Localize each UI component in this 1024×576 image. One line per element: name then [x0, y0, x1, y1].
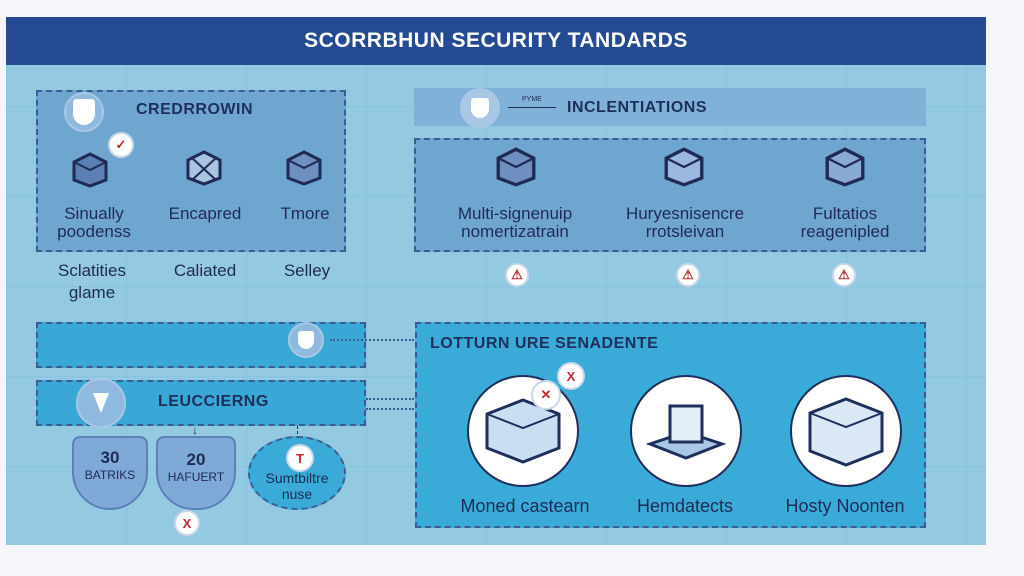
stat-label: BATRIKS [84, 468, 136, 482]
stat-label: HAFUERT [167, 470, 225, 484]
shield-icon [288, 322, 324, 358]
services-title: LOTTURN URE SENADENTE [430, 335, 659, 352]
status-label: Sumtbiltre [265, 470, 329, 486]
connector-line [366, 408, 414, 410]
stat-value: 30 [100, 448, 120, 467]
x-badge-icon: ✕ [531, 380, 561, 410]
cube-icon [825, 147, 865, 187]
x-badge-icon: X [174, 510, 200, 536]
connector-line [366, 398, 414, 400]
connector-line [330, 339, 414, 341]
alert-icon: ⚠ [832, 263, 856, 287]
leucciering-title: LEUCCIERNG [158, 393, 269, 410]
service-label: Hosty Noonten [785, 496, 905, 516]
shield-icon [64, 92, 104, 132]
detection-icon [630, 375, 742, 487]
item-label: Encapred [168, 204, 242, 223]
service-label: Hemdatects [636, 496, 734, 516]
stat-badge: 20 HAFUERT [156, 436, 236, 510]
alert-badge-icon: T [286, 444, 314, 472]
status-label: nuse [281, 486, 313, 502]
cube-icon [286, 150, 322, 186]
check-badge-icon: ✓ [108, 132, 134, 158]
diamond-shield-icon [76, 378, 126, 428]
cube-icon [496, 147, 536, 187]
connector-line [297, 426, 298, 444]
arrow-icon [508, 107, 556, 108]
storage-icon [467, 375, 579, 487]
cube-icon [72, 152, 108, 188]
item-label: Selley [283, 261, 331, 280]
arrow-down-icon: ↓ [192, 423, 198, 437]
x-badge-icon: X [557, 362, 585, 390]
implementations-title: INCLENTIATIONS [567, 99, 708, 116]
stat-value: 20 [186, 450, 206, 469]
arrow-label: PYME [522, 96, 542, 103]
shield-icon [460, 88, 500, 128]
stat-badge: 30 BATRIKS [72, 436, 148, 510]
cube-icon [664, 147, 704, 187]
alert-icon: ⚠ [676, 263, 700, 287]
credentials-title: CREDRROWIN [136, 101, 253, 118]
cube-icon [186, 150, 222, 186]
host-icon [790, 375, 902, 487]
page-title: SCORRBHUN SECURITY TANDARDS [304, 29, 688, 52]
service-label: Moned castearn [460, 496, 590, 516]
item-label: Tmore [280, 204, 330, 223]
header-bar: SCORRBHUN SECURITY TANDARDS [6, 17, 986, 65]
alert-icon: ⚠ [505, 263, 529, 287]
item-label: Caliated [173, 261, 237, 280]
